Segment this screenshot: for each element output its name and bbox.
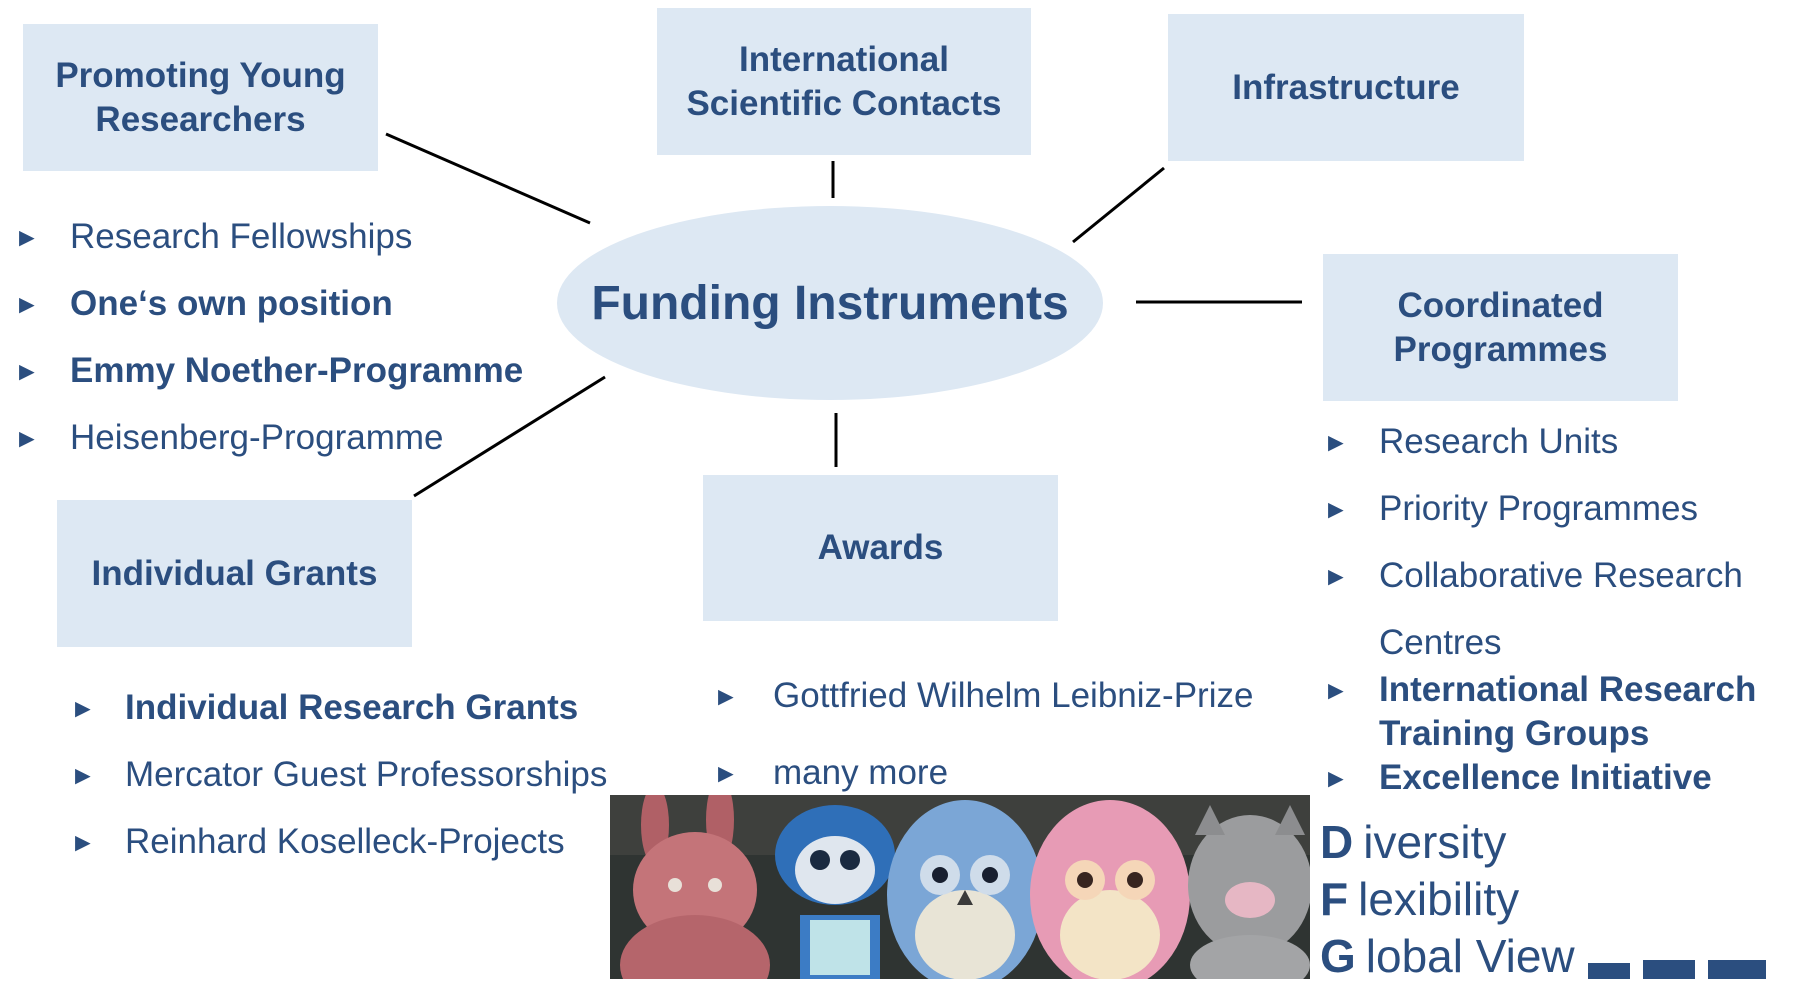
box-promoting-young-researchers: Promoting Young Researchers: [23, 24, 378, 171]
triangle-right-icon: ►: [1323, 675, 1349, 705]
list-item: ► Research Fellowships: [14, 215, 574, 259]
triangle-right-icon: ►: [1323, 763, 1349, 793]
list-young-researchers: ► Research Fellowships ► One‘s own posit…: [14, 215, 574, 460]
list-item: ► Reinhard Koselleck-Projects: [70, 820, 650, 864]
list-individual-grants: ► Individual Research Grants ► Mercator …: [70, 686, 650, 864]
connector-individual: [413, 375, 606, 498]
list-item: ► Heisenberg-Programme: [14, 416, 574, 460]
list-item: ► Individual Research Grants: [70, 686, 650, 730]
list-item: ► Collaborative Research: [1323, 554, 1793, 598]
triangle-right-icon: ►: [1323, 427, 1349, 457]
triangle-right-icon: ►: [1323, 494, 1349, 524]
box-international-scientific-contacts: International Scientific Contacts: [657, 8, 1031, 155]
triangle-right-icon: ►: [713, 758, 739, 788]
box-coordinated-programmes: Coordinated Programmes: [1323, 254, 1678, 401]
connector-young: [385, 132, 591, 225]
triangle-right-icon: ►: [70, 827, 96, 857]
list-item: Centres: [1379, 623, 1502, 662]
list-item: ► Gottfried Wilhelm Leibniz-Prize: [713, 674, 1313, 718]
list-item: ► Mercator Guest Professorships: [70, 753, 650, 797]
connector-infrastructure: [1072, 166, 1165, 244]
triangle-right-icon: ►: [70, 693, 96, 723]
list-item: ► One‘s own position: [14, 282, 574, 326]
list-item: ► Priority Programmes: [1323, 487, 1793, 531]
triangle-right-icon: ►: [713, 681, 739, 711]
triangle-right-icon: ►: [1323, 561, 1349, 591]
box-awards: Awards: [703, 475, 1058, 621]
box-label: Promoting Young Researchers: [55, 55, 346, 139]
list-item: ► International Research Training Groups: [1323, 670, 1757, 753]
triangle-right-icon: ►: [14, 289, 40, 319]
box-label: Individual Grants: [91, 553, 378, 593]
box-label: Infrastructure: [1232, 67, 1460, 107]
hub-label: Funding Instruments: [591, 276, 1069, 330]
list-item: ► many more: [713, 751, 1313, 795]
list-item: ► Emmy Noether-Programme: [14, 349, 574, 393]
triangle-right-icon: ►: [14, 222, 40, 252]
box-individual-grants: Individual Grants: [57, 500, 412, 647]
hub-funding-instruments: Funding Instruments: [557, 206, 1103, 400]
list-awards: ► Gottfried Wilhelm Leibniz-Prize ► many…: [713, 674, 1313, 795]
box-label: Coordinated Programmes: [1393, 285, 1608, 369]
box-label: Awards: [817, 528, 944, 567]
triangle-right-icon: ►: [70, 760, 96, 790]
dfg-logo: [1588, 960, 1766, 979]
list-item: ► Excellence Initiative: [1323, 756, 1793, 800]
plush-toys-photo: [610, 795, 1310, 979]
triangle-right-icon: ►: [14, 356, 40, 386]
box-label: International Scientific Contacts: [686, 39, 1002, 123]
triangle-right-icon: ►: [14, 423, 40, 453]
list-coordinated-programmes: ► Research Units ► Priority Programmes ►…: [1323, 420, 1793, 800]
box-infrastructure: Infrastructure: [1168, 14, 1524, 161]
list-item: ► Research Units: [1323, 420, 1793, 464]
